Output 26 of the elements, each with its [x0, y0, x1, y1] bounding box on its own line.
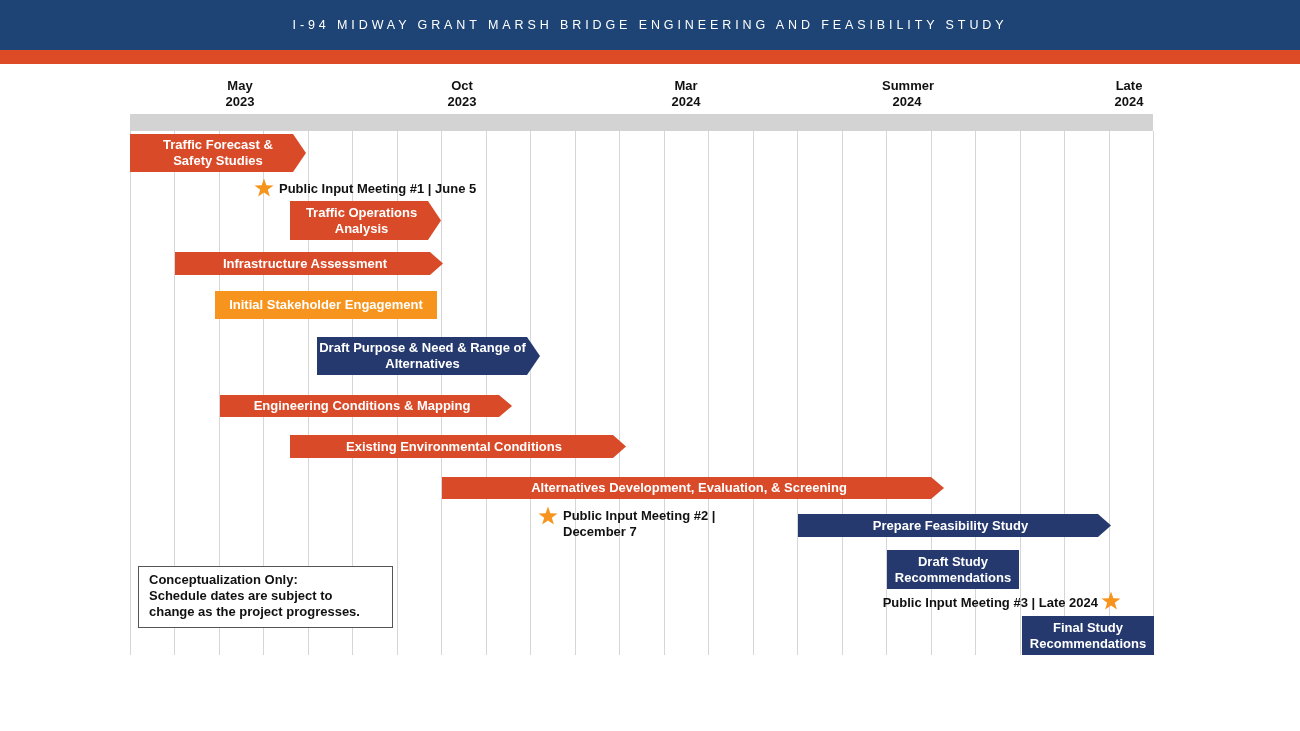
- period-heading: Oct 2023: [446, 78, 478, 110]
- milestone-label: Public Input Meeting #3 | Late 2024: [881, 595, 1098, 611]
- task-bar: Traffic Forecast & Safety Studies: [130, 134, 306, 172]
- header-title: I-94 MIDWAY GRANT MARSH BRIDGE ENGINEERING AND FEASIBILITY STUDY: [291, 17, 1009, 33]
- milestone-label: Public Input Meeting #2 | December 7: [563, 508, 717, 540]
- task-bar: Final Study Recommendations: [1022, 616, 1154, 655]
- task-bar: Draft Purpose & Need & Range of Alternatives: [317, 337, 540, 375]
- star-icon: [254, 178, 274, 198]
- period-heading: Late 2024: [1113, 78, 1145, 110]
- task-bar: Existing Environmental Conditions: [290, 435, 626, 458]
- note-heading: Conceptualization Only:: [149, 572, 299, 588]
- task-bar: Initial Stakeholder Engagement: [215, 291, 437, 319]
- star-icon: [538, 506, 558, 526]
- task-bar: Draft Study Recommendations: [887, 550, 1019, 589]
- period-heading: May 2023: [224, 78, 256, 110]
- task-bar: Traffic Operations Analysis: [290, 201, 441, 240]
- task-bar: Infrastructure Assessment: [175, 252, 443, 275]
- period-heading: Summer 2024: [881, 78, 936, 110]
- task-bar: Alternatives Development, Evaluation, & Screening: [442, 477, 944, 499]
- task-bar: Prepare Feasibility Study: [798, 514, 1111, 537]
- note-text: Schedule dates are subject to change as the project progresses.: [149, 588, 361, 620]
- period-heading: Mar 2024: [670, 78, 702, 110]
- note-box: [138, 566, 393, 628]
- milestone-label: Public Input Meeting #1 | June 5: [279, 181, 478, 197]
- star-icon: [1101, 591, 1121, 611]
- task-bar: Engineering Conditions & Mapping: [220, 395, 512, 417]
